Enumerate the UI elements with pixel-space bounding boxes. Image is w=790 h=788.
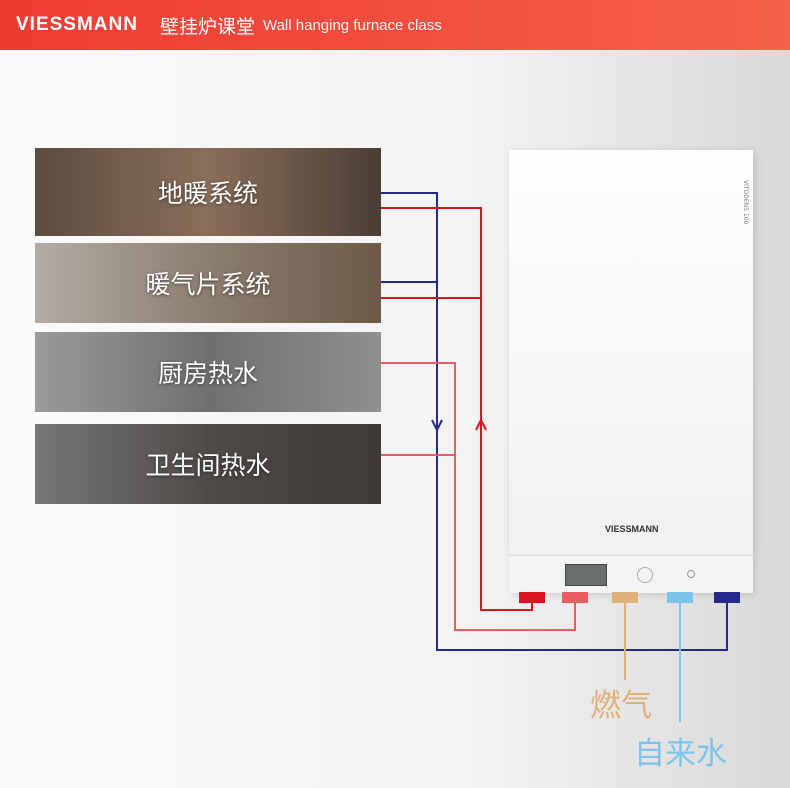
supply-pipe (381, 207, 533, 611)
brand-logo: VIESSMANN (16, 14, 138, 35)
control-dial[interactable] (637, 567, 653, 583)
card-kitchen-hot-water: 厨房热水 (35, 332, 381, 412)
connector-cold-water (667, 592, 693, 603)
down-arrow-icon (431, 419, 443, 433)
boiler: VITODENS 100 VIESSMANN (509, 150, 753, 555)
power-button[interactable] (687, 570, 695, 578)
connector-hot-water (562, 592, 588, 603)
header-subtitle: Wall hanging furnace class (262, 16, 442, 34)
water-label: 自来水 (634, 736, 727, 772)
card-bathroom-hot-water: 卫生间热水 (35, 424, 381, 504)
card-label: 厨房热水 (157, 359, 258, 388)
connector-gas (612, 592, 638, 603)
card-radiator: 暖气片系统 (35, 243, 381, 323)
display-screen (565, 564, 607, 586)
card-label: 暖气片系统 (145, 270, 271, 299)
connector-heating-return (714, 592, 740, 603)
return-pipe (381, 192, 728, 651)
up-arrow-icon (475, 417, 487, 431)
card-label: 地暖系统 (157, 179, 258, 208)
header-title: 壁挂炉课堂 (159, 15, 255, 38)
connector-heating-supply (519, 592, 545, 603)
card-floor-heating: 地暖系统 (35, 148, 381, 236)
card-label: 卫生间热水 (145, 451, 271, 480)
boiler-model: VITODENS 100 (742, 180, 749, 225)
boiler-brand: VIESSMANN (605, 524, 659, 534)
control-panel (509, 555, 753, 593)
gas-label: 燃气 (590, 688, 652, 724)
hot-water-pipe (381, 362, 576, 631)
header: VIESSMANN 壁挂炉课堂 Wall hanging furnace cla… (0, 0, 790, 50)
